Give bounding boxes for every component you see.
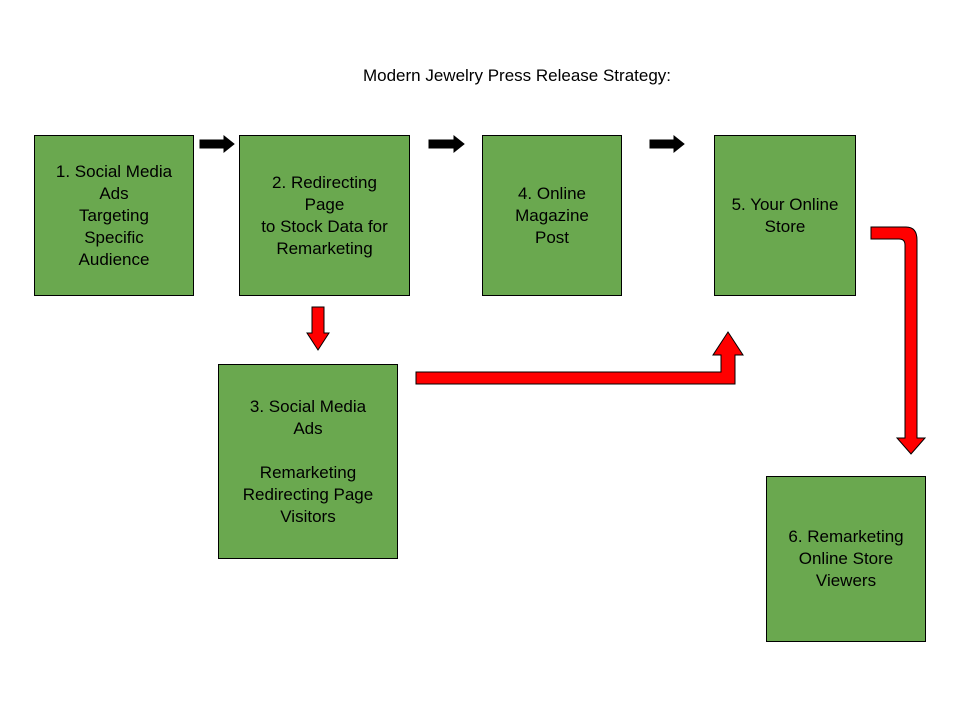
arrow-step3-to-step5 (415, 331, 744, 385)
arrow-step5-to-step6 (870, 226, 927, 455)
step-2-box: 2. Redirecting Page to Stock Data for Re… (239, 135, 410, 296)
arrow-step4-to-step5 (649, 134, 685, 154)
step-3-box: 3. Social Media Ads Remarketing Redirect… (218, 364, 398, 559)
step-1-box: 1. Social Media Ads Targeting Specific A… (34, 135, 194, 296)
arrow-step2-to-step4 (428, 134, 465, 154)
arrow-step1-to-step2 (199, 134, 235, 154)
step-4-box: 4. Online Magazine Post (482, 135, 622, 296)
step-6-box: 6. Remarketing Online Store Viewers (766, 476, 926, 642)
arrow-step2-to-step3 (306, 306, 330, 351)
step-5-box: 5. Your Online Store (714, 135, 856, 296)
diagram-title: Modern Jewelry Press Release Strategy: (362, 66, 672, 85)
